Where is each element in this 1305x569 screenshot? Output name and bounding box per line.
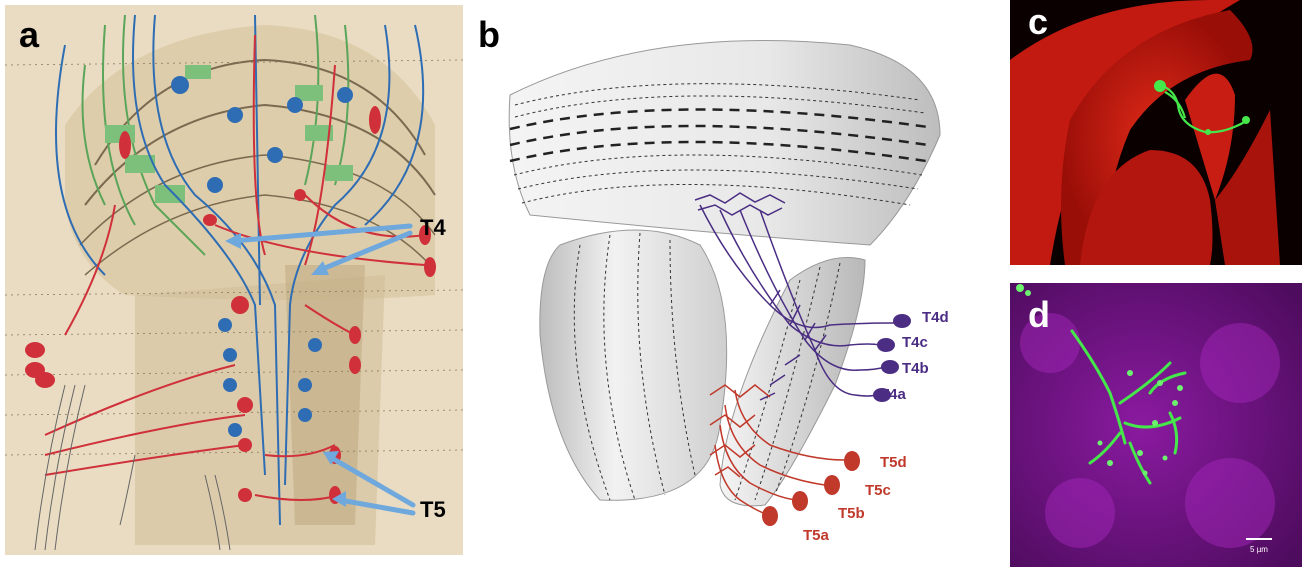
scale-bar-label: 5 µm	[1250, 545, 1268, 554]
t4c-label: T4c	[902, 334, 928, 351]
fluorescence-image-c	[1010, 0, 1302, 265]
panel-a-drawing: T4 T5 a	[5, 5, 463, 555]
t4a-label: T4a	[880, 386, 907, 403]
t5a-label: T5a	[803, 527, 830, 544]
t4b-label: T4b	[902, 360, 929, 377]
panel-c-micrograph: c	[1010, 0, 1302, 265]
panel-b-schematic: T4d T4c T4b T4a T5d T5c T5b T5a b	[470, 5, 990, 560]
fluorescence-image-d: 5 µm	[1010, 283, 1302, 567]
t5-arrow-label: T5	[420, 497, 446, 522]
lobula-shape	[539, 229, 728, 501]
t4-arrow-label: T4	[420, 215, 446, 240]
panel-b-letter: b	[478, 14, 500, 55]
panel-a-letter: a	[19, 14, 40, 55]
t5d-label: T5d	[880, 454, 907, 471]
t4d-label: T4d	[922, 309, 949, 326]
t4-t5-schematic: T4d T4c T4b T4a T5d T5c T5b T5a	[508, 40, 949, 544]
cajal-drawing: T4 T5	[5, 14, 463, 551]
panel-d-micrograph: 5 µm d	[1010, 283, 1302, 567]
t5c-label: T5c	[865, 482, 891, 499]
panel-d-letter: d	[1028, 294, 1050, 335]
medulla-shape	[508, 40, 941, 246]
panel-c-letter: c	[1028, 1, 1049, 42]
lobula-plate-shape	[719, 257, 866, 507]
t5b-label: T5b	[838, 505, 865, 522]
